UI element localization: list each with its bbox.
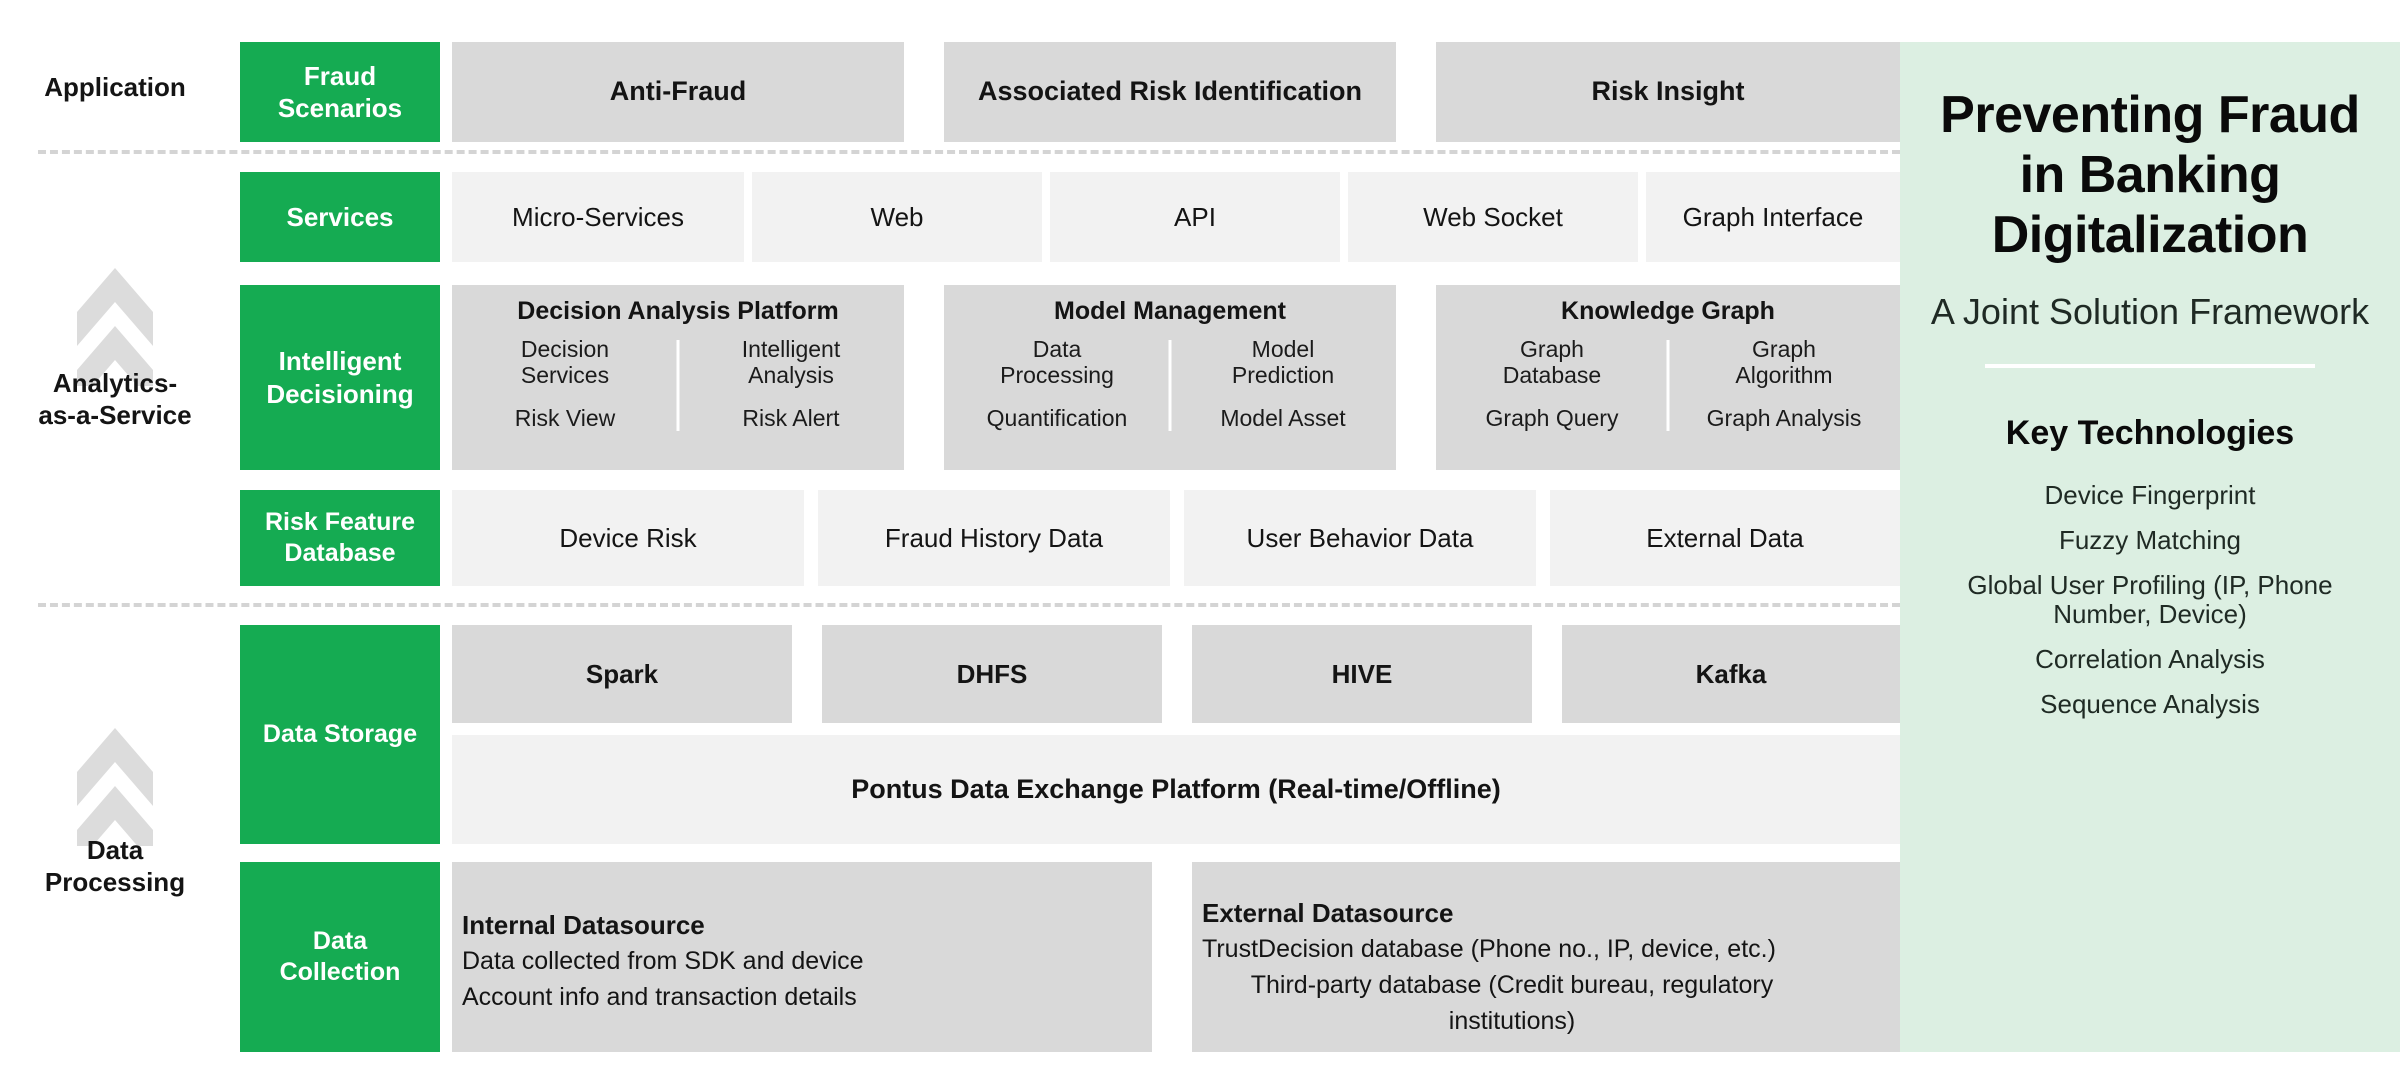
key-technologies-heading: Key Technologies — [2005, 413, 2295, 452]
panel-grid: Decision Services Risk View Intelligent … — [452, 336, 904, 432]
datasource-box-internal[interactable]: Internal Datasource Data collected from … — [452, 862, 1152, 1052]
data-storage-box-spark[interactable]: Spark — [452, 625, 792, 723]
panel-grid: Graph Database Graph Query Graph Algorit… — [1436, 336, 1900, 432]
stage-fraud-scenarios[interactable]: Fraud Scenarios — [240, 42, 440, 142]
pontus-data-exchange-platform[interactable]: Pontus Data Exchange Platform (Real-time… — [452, 735, 1900, 844]
panel-item[interactable]: Graph Algorithm — [1735, 336, 1833, 389]
data-storage-box-kafka[interactable]: Kafka — [1562, 625, 1900, 723]
panel-item[interactable]: Risk Alert — [742, 404, 840, 431]
service-box-api[interactable]: API — [1050, 172, 1340, 262]
key-technologies-list: Device Fingerprint Fuzzy Matching Global… — [1940, 479, 2360, 720]
data-storage-box-hive[interactable]: HIVE — [1192, 625, 1532, 723]
datasource-line: Data collected from SDK and device — [462, 946, 864, 975]
panel-item[interactable]: Model Prediction — [1231, 336, 1335, 389]
panel-column-right: Graph Algorithm Graph Analysis — [1668, 336, 1900, 431]
panel-item[interactable]: Model Asset — [1220, 404, 1346, 431]
double-chevron-up-icon-data-processing — [0, 728, 230, 846]
panel-item[interactable]: Quantification — [986, 404, 1128, 431]
panel-item[interactable]: Risk View — [514, 404, 616, 431]
panel-item[interactable]: Intelligent Analysis — [741, 336, 841, 389]
risk-feature-box-user-behavior-data[interactable]: User Behavior Data — [1184, 490, 1536, 586]
key-technology-item: Correlation Analysis — [2035, 644, 2265, 675]
key-technology-item: Sequence Analysis — [2040, 689, 2260, 720]
separator-application-analytics — [38, 150, 1900, 154]
panel-column-right: Intelligent Analysis Risk Alert — [678, 336, 904, 431]
axis-label-analytics-as-a-service: Analytics- as-a-Service — [38, 368, 192, 430]
key-technology-item: Device Fingerprint — [2044, 479, 2256, 510]
panel-title: Decision Analysis Platform — [517, 297, 839, 325]
panel-column-right: Model Prediction Model Asset — [1170, 336, 1396, 431]
panel-divider — [1666, 340, 1670, 432]
summary-panel: Preventing Fraud in Banking Digitalizati… — [1900, 42, 2400, 1052]
panel-column-left: Decision Services Risk View — [452, 336, 678, 431]
stage-data-storage[interactable]: Data Storage — [240, 625, 440, 844]
datasource-line: TrustDecision database (Phone no., IP, d… — [1202, 934, 1776, 963]
panel-column-left: Graph Database Graph Query — [1436, 336, 1668, 431]
summary-title: Preventing Fraud in Banking Digitalizati… — [1940, 86, 2360, 264]
key-technology-item: Global User Profiling (IP, Phone Number,… — [1967, 570, 2333, 630]
service-box-graph-interface[interactable]: Graph Interface — [1646, 172, 1900, 262]
panel-divider — [676, 340, 680, 432]
panel-item[interactable]: Decision Services — [520, 336, 610, 389]
panel-item[interactable]: Graph Database — [1502, 336, 1602, 389]
service-box-web-socket[interactable]: Web Socket — [1348, 172, 1638, 262]
risk-feature-box-fraud-history-data[interactable]: Fraud History Data — [818, 490, 1170, 586]
panel-model-management[interactable]: Model Management Data Processing Quantif… — [944, 285, 1396, 470]
app-box-risk-insight[interactable]: Risk Insight — [1436, 42, 1900, 142]
stage-risk-feature-database[interactable]: Risk Feature Database — [240, 490, 440, 586]
axis-label-data-processing: Data Processing — [44, 835, 186, 897]
datasource-box-external[interactable]: External Datasource TrustDecision databa… — [1192, 862, 1900, 1052]
datasource-title: External Datasource — [1202, 897, 1454, 928]
panel-item[interactable]: Data Processing — [1000, 336, 1114, 389]
panel-divider — [1168, 340, 1172, 432]
panel-title: Knowledge Graph — [1561, 297, 1775, 325]
panel-column-left: Data Processing Quantification — [944, 336, 1170, 431]
panel-decision-analysis-platform[interactable]: Decision Analysis Platform Decision Serv… — [452, 285, 904, 470]
service-box-micro-services[interactable]: Micro-Services — [452, 172, 744, 262]
panel-item[interactable]: Graph Query — [1485, 404, 1619, 431]
app-box-anti-fraud[interactable]: Anti-Fraud — [452, 42, 904, 142]
datasource-title: Internal Datasource — [462, 909, 705, 940]
double-chevron-up-icon-analytics — [0, 268, 230, 386]
stage-data-collection[interactable]: Data Collection — [240, 862, 440, 1052]
summary-divider — [1985, 363, 2315, 368]
panel-grid: Data Processing Quantification Model Pre… — [944, 336, 1396, 432]
datasource-line: Third-party database (Credit bureau, reg… — [1250, 970, 1774, 1036]
stage-intelligent-decisioning[interactable]: Intelligent Decisioning — [240, 285, 440, 470]
risk-feature-box-external-data[interactable]: External Data — [1550, 490, 1900, 586]
panel-item[interactable]: Graph Analysis — [1706, 404, 1862, 431]
panel-title: Model Management — [1054, 297, 1286, 325]
service-box-web[interactable]: Web — [752, 172, 1042, 262]
app-box-associated-risk-identification[interactable]: Associated Risk Identification — [944, 42, 1396, 142]
panel-knowledge-graph[interactable]: Knowledge Graph Graph Database Graph Que… — [1436, 285, 1900, 470]
risk-feature-box-device-risk[interactable]: Device Risk — [452, 490, 804, 586]
stage-services[interactable]: Services — [240, 172, 440, 262]
datasource-line: Account info and transaction details — [462, 982, 857, 1011]
key-technology-item: Fuzzy Matching — [2058, 524, 2242, 555]
separator-analytics-data — [38, 603, 1900, 607]
data-storage-box-dhfs[interactable]: DHFS — [822, 625, 1162, 723]
axis-label-application: Application — [44, 72, 186, 102]
summary-subtitle: A Joint Solution Framework — [1930, 291, 2370, 333]
